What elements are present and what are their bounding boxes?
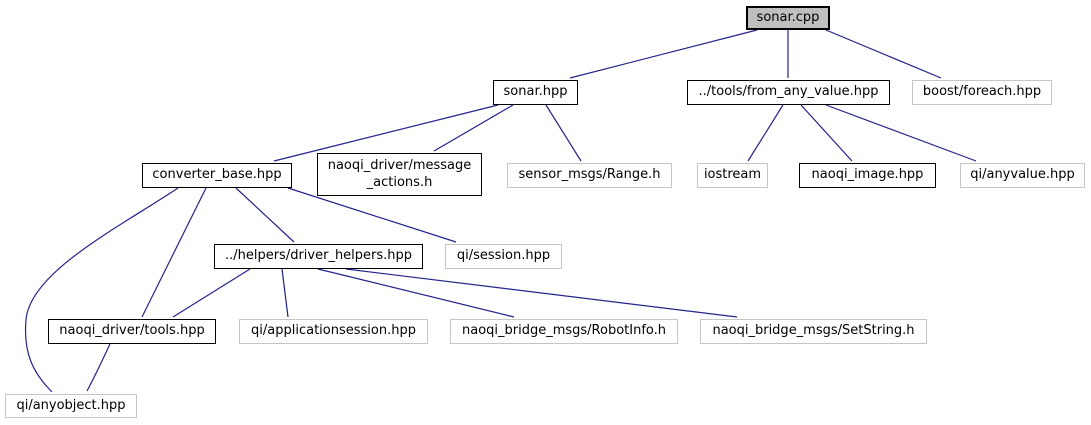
graph-node-qi-anyvalue-hpp: qi/anyvalue.hpp	[960, 163, 1085, 188]
graph-node-qi-anyobject-hpp: qi/anyobject.hpp	[5, 394, 137, 418]
graph-node-iostream: iostream	[697, 163, 768, 188]
graph-edge-sonar-hpp--converter-base-hpp	[273, 104, 499, 162]
node-label: qi/session.hpp	[456, 248, 551, 264]
node-label: naoqi_driver/tools.hpp	[59, 323, 205, 339]
graph-node-converter-base-hpp[interactable]: converter_base.hpp	[142, 163, 292, 188]
graph-node-from-any-value-hpp[interactable]: ../tools/from_any_value.hpp	[687, 80, 890, 105]
graph-node-driver-helpers-hpp[interactable]: ../helpers/driver_helpers.hpp	[214, 244, 423, 269]
node-label: qi/applicationsession.hpp	[251, 323, 416, 339]
graph-edge-from-any-value-hpp--qi-anyvalue-hpp	[825, 104, 977, 162]
node-label: qi/anyobject.hpp	[16, 397, 126, 413]
graph-edge-sonar-cpp--boost-foreach-hpp	[825, 29, 942, 79]
graph-edge-driver-helpers-hpp--setstring-h	[345, 268, 738, 318]
graph-node-qi-session-hpp: qi/session.hpp	[445, 244, 562, 269]
graph-edge-converter-base-hpp--qi-anyobject-hpp	[24, 187, 179, 393]
graph-edge-converter-base-hpp--naoqi-tools-hpp	[141, 187, 207, 318]
graph-edge-driver-helpers-hpp--robotinfo-h	[317, 268, 515, 318]
node-label: naoqi_bridge_msgs/RobotInfo.h	[461, 323, 667, 339]
graph-node-naoqi-tools-hpp[interactable]: naoqi_driver/tools.hpp	[48, 319, 216, 344]
graph-edge-sonar-cpp--sonar-hpp	[569, 29, 758, 79]
graph-node-setstring-h: naoqi_bridge_msgs/SetString.h	[700, 319, 927, 344]
node-label: ../helpers/driver_helpers.hpp	[224, 248, 413, 264]
graph-node-sensor-msgs-range-h: sensor_msgs/Range.h	[507, 163, 672, 188]
graph-edge-from-any-value-hpp--iostream	[747, 104, 784, 162]
node-label: sensor_msgs/Range.h	[518, 167, 661, 183]
graph-node-sonar-cpp: sonar.cpp	[746, 6, 830, 30]
graph-edge-sonar-hpp--sensor-msgs-range-h	[545, 104, 582, 162]
graph-edge-sonar-hpp--message-actions-h	[433, 104, 514, 152]
node-label: naoqi_bridge_msgs/SetString.h	[712, 323, 915, 339]
node-label: boost/foreach.hpp	[922, 84, 1042, 100]
node-label: qi/anyvalue.hpp	[970, 167, 1075, 183]
graph-edge-converter-base-hpp--qi-session-hpp	[287, 187, 457, 243]
graph-node-naoqi-image-hpp[interactable]: naoqi_image.hpp	[799, 163, 936, 188]
graph-edge-driver-helpers-hpp--qi-applicationsession-hpp	[281, 268, 289, 318]
graph-node-robotinfo-h: naoqi_bridge_msgs/RobotInfo.h	[450, 319, 678, 344]
node-label: _actions.h	[366, 174, 433, 190]
node-label: sonar.cpp	[756, 9, 820, 25]
graph-edge-from-any-value-hpp--naoqi-image-hpp	[800, 104, 853, 162]
graph-node-sonar-hpp[interactable]: sonar.hpp	[493, 80, 578, 105]
node-label: converter_base.hpp	[152, 167, 282, 183]
graph-node-message-actions-h[interactable]: naoqi_driver/message_actions.h	[317, 153, 482, 196]
node-label: naoqi_driver/message	[327, 157, 472, 173]
node-label: ../tools/from_any_value.hpp	[698, 84, 879, 100]
graph-edge-driver-helpers-hpp--naoqi-tools-hpp	[172, 268, 251, 318]
node-label: naoqi_image.hpp	[811, 167, 924, 183]
graph-edge-naoqi-tools-hpp--qi-anyobject-hpp	[86, 343, 111, 392]
graph-node-qi-applicationsession-hpp: qi/applicationsession.hpp	[239, 319, 428, 344]
edge-group	[24, 29, 977, 393]
graph-node-boost-foreach-hpp: boost/foreach.hpp	[912, 80, 1052, 105]
graph-edge-converter-base-hpp--driver-helpers-hpp	[235, 187, 295, 243]
node-label: iostream	[703, 167, 762, 183]
node-label: sonar.hpp	[503, 84, 568, 100]
